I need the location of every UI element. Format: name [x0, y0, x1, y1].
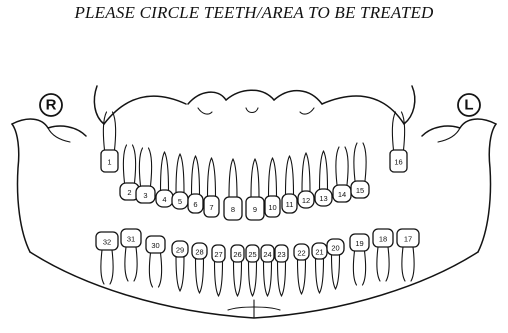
lower-tooth-number: 26 — [233, 250, 241, 259]
upper-tooth-number: 2 — [127, 188, 131, 197]
lower-tooth-number: 27 — [214, 250, 222, 259]
lower-tooth[interactable]: 27 — [212, 245, 225, 296]
upper-tooth-number: 14 — [338, 190, 346, 199]
upper-tooth-number: 15 — [356, 186, 364, 195]
upper-tooth[interactable]: 9 — [246, 159, 264, 220]
lower-tooth[interactable]: 30 — [146, 236, 165, 287]
lower-tooth-number: 23 — [277, 250, 285, 259]
upper-tooth-number: 16 — [394, 158, 402, 167]
lower-tooth[interactable]: 20 — [327, 239, 344, 289]
lower-tooth[interactable]: 19 — [350, 234, 369, 285]
upper-tooth[interactable]: 10 — [265, 158, 280, 217]
lower-tooth-number: 24 — [263, 250, 271, 259]
upper-tooth-number: 1 — [107, 158, 111, 167]
left-side-marker: L — [458, 94, 480, 116]
left-side-label: L — [464, 97, 473, 114]
upper-tooth-number: 8 — [231, 205, 235, 214]
maxilla-outline — [94, 86, 414, 124]
upper-tooth[interactable]: 3 — [136, 148, 155, 203]
upper-tooth-number: 7 — [209, 203, 213, 212]
lower-tooth[interactable]: 28 — [192, 243, 207, 293]
upper-tooth-number: 9 — [253, 205, 257, 214]
lower-tooth[interactable]: 18 — [373, 229, 393, 281]
upper-tooth[interactable]: 16 — [390, 112, 407, 172]
lower-tooth-number: 31 — [127, 235, 135, 244]
right-side-marker: R — [40, 94, 62, 116]
upper-tooth[interactable]: 4 — [156, 152, 173, 207]
lower-tooth-number: 32 — [103, 238, 111, 247]
upper-tooth-number: 13 — [319, 194, 327, 203]
lower-tooth-number: 18 — [379, 235, 387, 244]
upper-tooth[interactable]: 6 — [188, 156, 203, 213]
lower-tooth[interactable]: 26 — [231, 245, 244, 296]
upper-tooth[interactable]: 8 — [224, 159, 242, 220]
lower-tooth[interactable]: 21 — [312, 243, 327, 293]
lower-tooth-number: 30 — [151, 241, 159, 250]
upper-tooth[interactable]: 7 — [204, 158, 219, 217]
upper-tooth[interactable]: 13 — [315, 151, 332, 206]
lower-tooth-number: 20 — [331, 244, 339, 253]
lower-tooth-number: 29 — [176, 246, 184, 255]
lower-tooth-number: 22 — [297, 249, 305, 258]
lower-teeth: 32 31 30 29 28 27 26 25 24 23 22 21 20 19 18 17 — [96, 229, 419, 296]
upper-tooth[interactable]: 1 — [101, 112, 118, 172]
upper-tooth-number: 6 — [193, 200, 197, 209]
lower-tooth[interactable]: 29 — [172, 241, 188, 291]
upper-tooth-number: 3 — [143, 191, 147, 200]
lower-tooth[interactable]: 22 — [294, 244, 309, 294]
upper-tooth[interactable]: 5 — [172, 154, 188, 209]
lower-tooth[interactable]: 17 — [397, 229, 419, 281]
lower-tooth-number: 19 — [355, 239, 363, 248]
lower-tooth-number: 21 — [315, 248, 323, 257]
lower-tooth[interactable]: 31 — [121, 229, 141, 281]
lower-tooth[interactable]: 23 — [275, 245, 288, 296]
lower-tooth[interactable]: 32 — [96, 232, 118, 284]
lower-tooth[interactable]: 24 — [261, 245, 274, 296]
lower-tooth[interactable]: 25 — [246, 245, 259, 296]
upper-tooth[interactable]: 15 — [351, 143, 369, 198]
upper-tooth[interactable]: 12 — [298, 153, 314, 208]
upper-tooth-number: 5 — [178, 197, 182, 206]
lower-tooth-number: 28 — [195, 248, 203, 257]
upper-tooth[interactable]: 14 — [333, 147, 351, 202]
upper-tooth-number: 11 — [286, 200, 294, 209]
upper-tooth-number: 12 — [302, 196, 310, 205]
lower-tooth-number: 25 — [248, 250, 256, 259]
lower-tooth-number: 17 — [404, 235, 412, 244]
right-side-label: R — [46, 97, 57, 114]
upper-tooth-number: 10 — [268, 203, 276, 212]
upper-tooth-number: 4 — [162, 195, 166, 204]
upper-tooth[interactable]: 11 — [282, 156, 297, 213]
